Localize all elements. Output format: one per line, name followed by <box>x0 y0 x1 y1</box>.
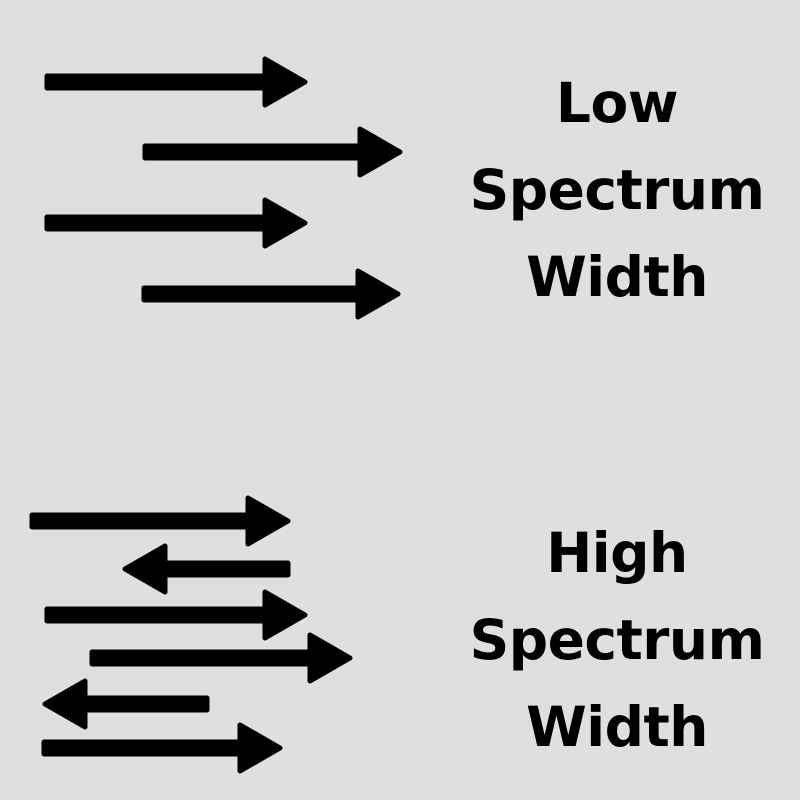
low-label-line-2: Spectrum <box>469 157 765 222</box>
arrow-right-icon <box>44 589 308 641</box>
low-label-line-1: Low <box>555 71 679 135</box>
arrow-group-low-spectrum-width <box>44 56 403 320</box>
arrow-right-icon <box>89 632 353 684</box>
arrow-right-icon <box>44 56 308 108</box>
arrow-right-icon <box>29 495 291 547</box>
low-spectrum-width-label: Low Spectrum Width <box>437 60 797 321</box>
arrow-left-icon <box>42 678 210 730</box>
low-label-line-3: Width <box>526 244 708 309</box>
high-spectrum-width-label: High Spectrum Width <box>437 510 797 771</box>
arrow-right-icon <box>44 197 308 249</box>
arrow-right-icon <box>41 722 283 774</box>
arrow-right-icon <box>142 126 403 178</box>
high-label-line-3: Width <box>526 694 708 759</box>
arrow-group-high-spectrum-width <box>29 495 353 774</box>
high-label-line-2: Spectrum <box>469 607 765 672</box>
arrow-right-icon <box>141 268 401 320</box>
arrow-left-icon <box>122 543 291 595</box>
high-label-line-1: High <box>546 521 688 585</box>
